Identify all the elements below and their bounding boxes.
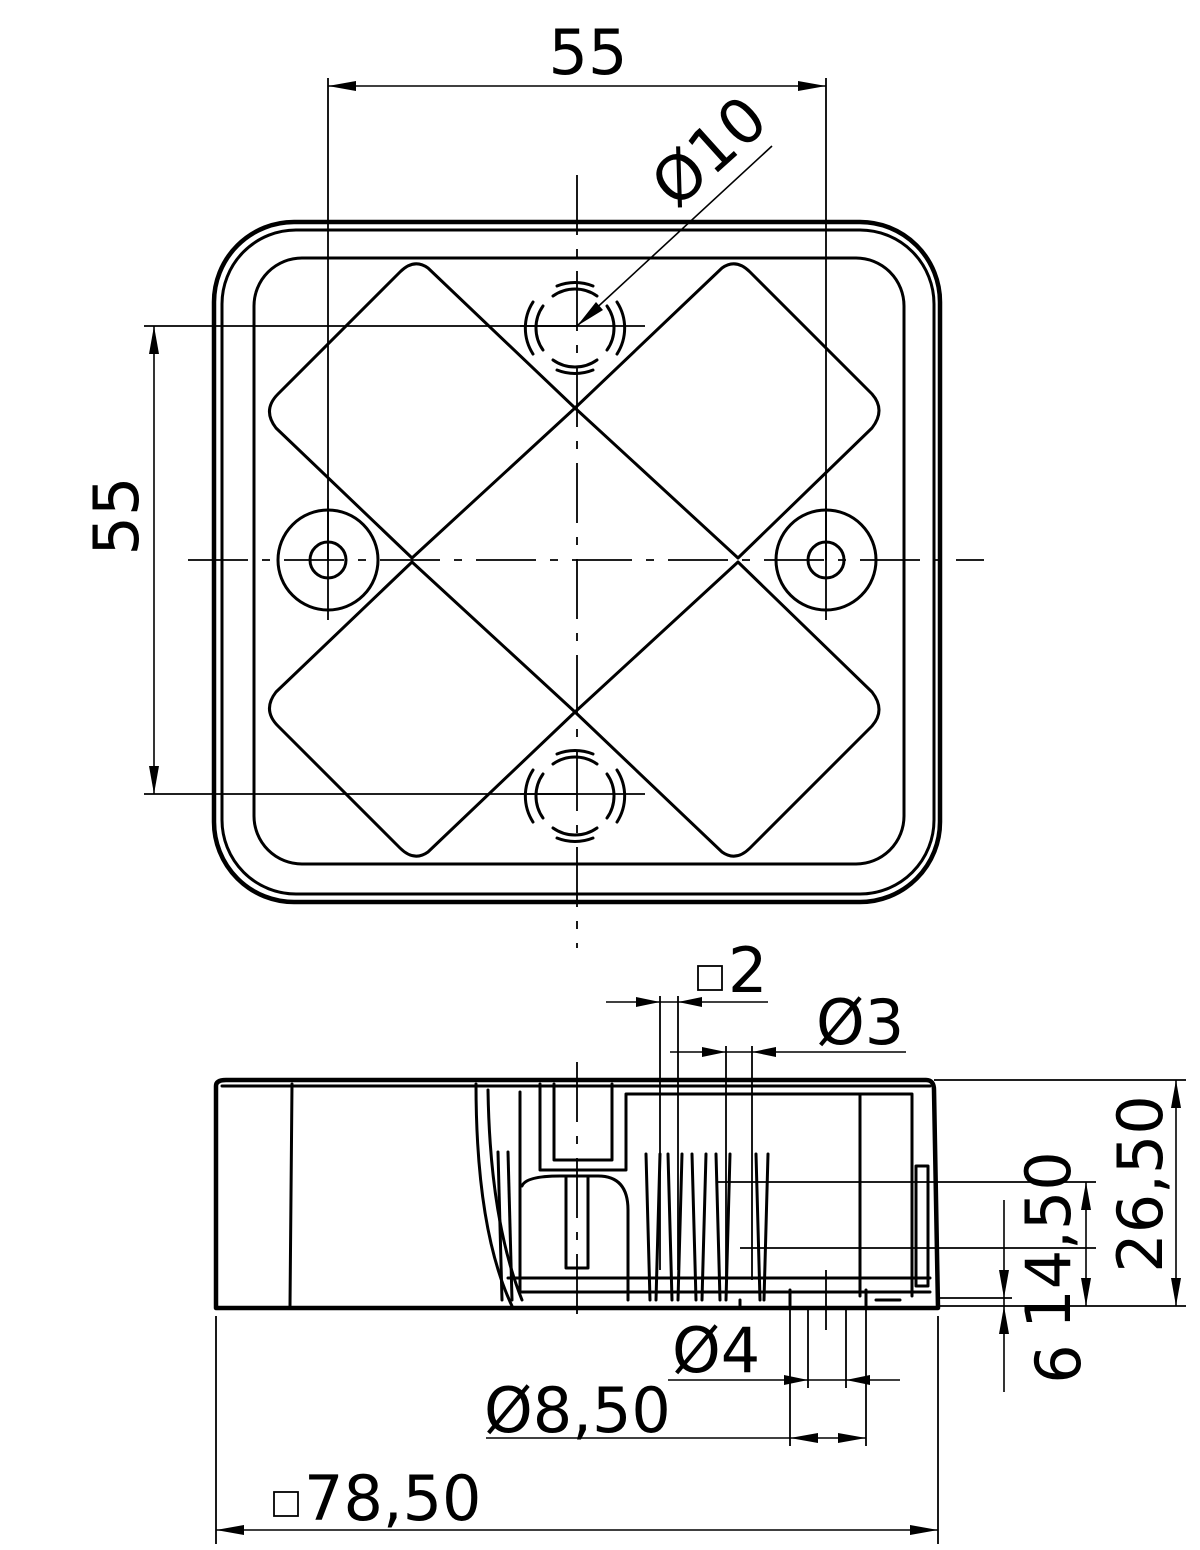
diamond-lower-left <box>268 560 577 858</box>
dim-height-label: 55 <box>80 477 153 556</box>
housing-outer-edge-inner <box>220 228 936 896</box>
dim-inner-height-label: 14,50 <box>1012 1151 1085 1329</box>
top-view: 55 55 Ø10 <box>80 16 984 948</box>
dim-overall-height-label: 26,50 <box>1104 1095 1177 1273</box>
diamond-upper-left <box>268 262 577 560</box>
cooling-fins <box>496 1150 770 1302</box>
dim-square-label: 2 <box>728 934 767 1007</box>
dim-diameter-label: Ø10 <box>637 81 781 221</box>
dim-overall-width-label: 78,50 <box>304 1462 482 1535</box>
base-plate <box>506 1276 932 1308</box>
square-symbol-7850 <box>273 1491 299 1517</box>
diamond-upper-right <box>573 262 881 560</box>
center-boss <box>520 1174 630 1302</box>
inner-cavity <box>538 1082 914 1298</box>
knockout-top <box>523 281 627 375</box>
diamond-lower-right <box>573 560 881 858</box>
dim-phi3-label: Ø3 <box>816 986 904 1059</box>
dim-phi850-label: Ø8,50 <box>484 1374 671 1447</box>
side-view: 2 Ø3 26,50 14,50 6 Ø4 <box>213 934 1186 1544</box>
section-curve <box>474 1082 514 1308</box>
dim-base-label: 6 <box>1022 1344 1095 1383</box>
knockout-bottom <box>523 749 627 843</box>
housing-inner-rim <box>252 256 906 866</box>
square-symbol-2 <box>697 965 723 991</box>
dim-phi4-label: Ø4 <box>672 1314 760 1387</box>
dim-width-label: 55 <box>549 16 628 89</box>
side-outer-outline <box>213 1077 941 1311</box>
